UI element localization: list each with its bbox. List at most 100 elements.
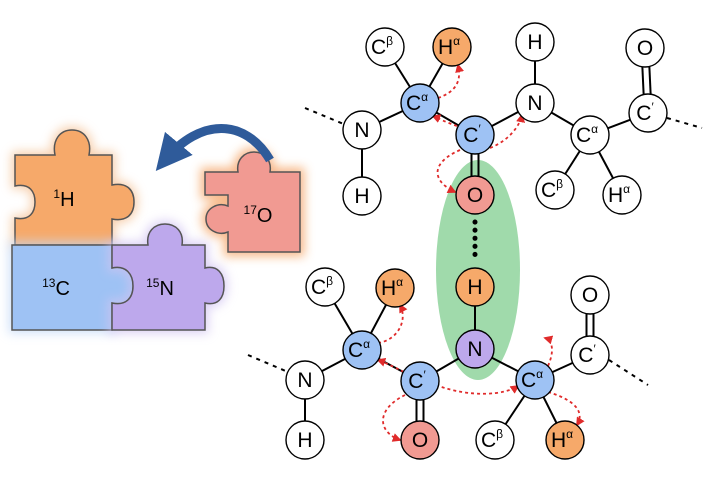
atom-label: N [297, 369, 312, 392]
atom-circle [400, 83, 440, 123]
atom-cb1: Cβ [365, 27, 405, 67]
atom-symbol: O [467, 184, 483, 207]
atom-label: O [637, 37, 653, 60]
atom-circle [400, 420, 440, 460]
arrow-ca4-up [543, 335, 554, 367]
atom-label: Hα [381, 275, 403, 300]
arrow-cp1-to-ca1 [431, 114, 458, 127]
svg-text:17O: 17O [244, 203, 273, 227]
atom-symbol: H [467, 276, 482, 299]
atom-label: Cβ [541, 177, 563, 202]
atom-symbol: H [551, 429, 566, 452]
atom-symbol: O [582, 284, 598, 307]
svg-text:13C: 13C [42, 276, 70, 300]
atom-ha4: Hα [545, 420, 585, 460]
atom-superscript: α [421, 90, 428, 104]
atom-circle [455, 115, 495, 155]
atom-symbol: H [608, 184, 623, 207]
atom-label: N [527, 92, 542, 115]
atom-circle [432, 27, 472, 67]
atom-ca2: Cα [570, 115, 610, 155]
atom-symbol: C [311, 276, 326, 299]
atom-circle [475, 420, 515, 460]
arrow-ca3-to-ha3 [377, 303, 408, 344]
atom-symbol: N [354, 119, 369, 142]
arrow-cp1-to-n2 [489, 113, 525, 149]
atom-superscript: α [396, 275, 403, 289]
atom-symbol: C [463, 124, 478, 147]
atom-superscript: α [453, 34, 460, 48]
atom-label: Cβ [311, 274, 333, 299]
atom-circle [455, 329, 495, 369]
atom-superscript: α [566, 427, 573, 441]
atom-label: N [467, 338, 482, 361]
atom-circle [515, 22, 555, 62]
backbone-continuation-dashed [304, 107, 347, 126]
atom-symbol: C [348, 339, 363, 362]
atom-circle [455, 175, 495, 215]
piece-13c-mass: 13 [42, 276, 56, 290]
atom-superscript: ′ [478, 122, 481, 136]
atom-circle [628, 93, 668, 133]
arrow-ca1-to-ha1 [437, 63, 465, 99]
atom-label: O [412, 429, 428, 452]
backbone-continuation-dashed [247, 354, 289, 373]
atom-label: Cβ [481, 427, 503, 452]
atom-label: H [297, 429, 312, 452]
atom-circle [342, 176, 382, 216]
atom-circle [625, 28, 665, 68]
atom-n2: N [515, 83, 555, 123]
atom-label: H [354, 185, 369, 208]
atom-label: C′ [408, 368, 426, 393]
atom-superscript: α [363, 337, 370, 351]
piece-1h-mass: 1 [53, 187, 60, 201]
arrow-cp3-to-ca3 [376, 358, 405, 373]
atom-n1: N [342, 110, 382, 150]
atom-symbol: N [467, 338, 482, 361]
atom-symbol: H [381, 277, 396, 300]
atom-label: O [467, 184, 483, 207]
atom-label: C′ [636, 100, 654, 125]
atom-superscript: β [326, 274, 333, 288]
arrow-cp1-to-o1 [436, 149, 461, 193]
atom-symbol: O [637, 37, 653, 60]
atom-superscript: ′ [651, 100, 654, 114]
atom-label: C′ [578, 342, 596, 367]
atom-symbol: C [406, 92, 421, 115]
arrow-cp3-to-o2 [382, 394, 406, 442]
atom-circle [365, 27, 405, 67]
svg-text:1H: 1H [53, 187, 74, 211]
atom-o2: O [400, 420, 440, 460]
atom-cb4: Cβ [475, 420, 515, 460]
isotope-puzzle: 1H 13C 15N 17O [8, 124, 305, 334]
piece-1h-symbol: H [60, 189, 74, 211]
atom-circle [570, 115, 610, 155]
atom-superscript: α [536, 367, 543, 381]
atom-label: Hα [438, 34, 460, 59]
atom-h_top: H [515, 22, 555, 62]
atom-circle [305, 267, 345, 307]
atom-superscript: α [623, 182, 630, 196]
puzzle-piece-1h: 1H [11, 126, 138, 249]
atom-ca3: Cα [342, 330, 382, 370]
atom-cb2: Cβ [535, 170, 575, 210]
atom-symbol: N [297, 369, 312, 392]
atom-symbol: H [438, 36, 453, 59]
atom-circle [570, 275, 610, 315]
atom-n4: N [455, 329, 495, 369]
backbone-continuation-dashed [608, 359, 649, 386]
atom-circle [515, 83, 555, 123]
atom-symbol: H [354, 185, 369, 208]
atom-symbol: C [521, 369, 536, 392]
atom-symbol: H [297, 429, 312, 452]
atom-o1: O [455, 175, 495, 215]
atom-cb3: Cβ [305, 267, 345, 307]
atom-superscript: ′ [423, 368, 426, 382]
atom-circle [342, 330, 382, 370]
piece-17o-mass: 17 [244, 203, 258, 217]
atom-circle [400, 361, 440, 401]
atom-superscript: β [386, 34, 393, 48]
atom-h_n3: H [285, 420, 325, 460]
